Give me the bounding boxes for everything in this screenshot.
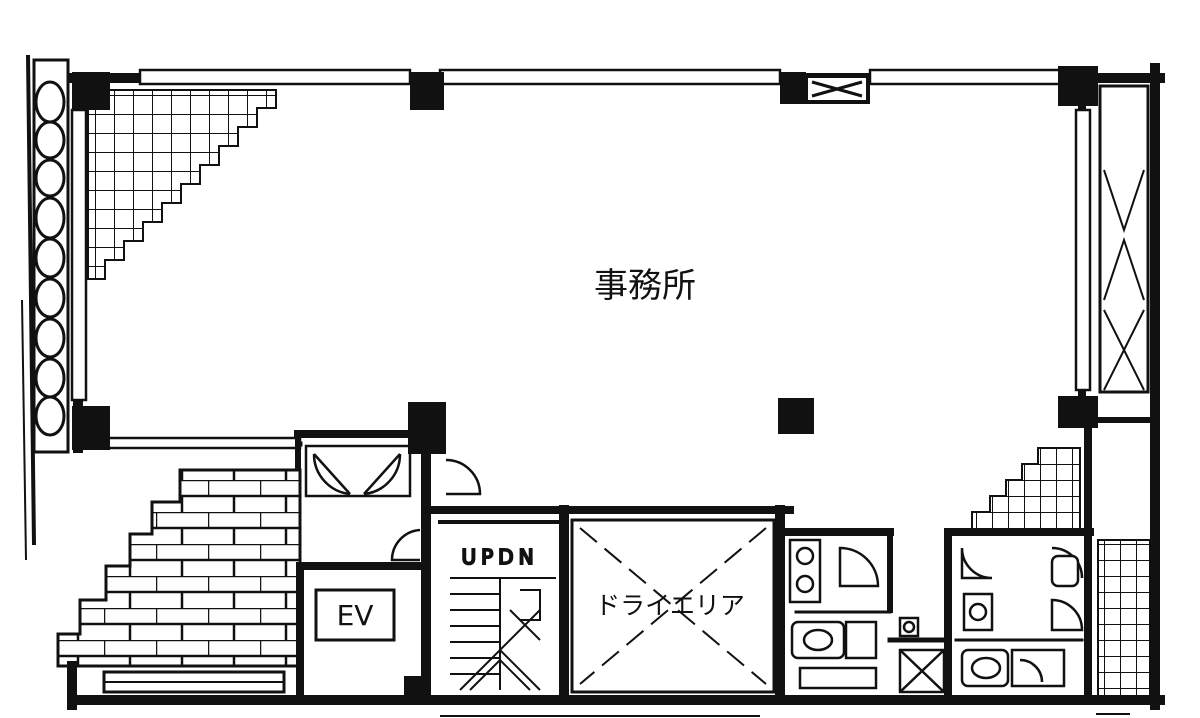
elevator: EV <box>102 588 428 700</box>
stairs: UPDN <box>450 544 556 691</box>
office-label: 事務所 <box>594 266 696 306</box>
dry-area-label: ドライエリア <box>595 591 745 620</box>
entrance-doors <box>304 444 482 562</box>
elevator-label: EV <box>337 599 374 632</box>
pavement-lower-left <box>56 468 302 668</box>
core-walls <box>294 426 1094 705</box>
bottom-marks <box>440 713 1130 717</box>
toilet-right <box>960 546 1084 688</box>
pavement-right-strip <box>1097 539 1151 701</box>
planting-strip <box>21 54 70 561</box>
columns <box>72 66 1098 454</box>
right-shaft <box>1090 84 1155 423</box>
pavement-lower-right <box>971 447 1081 531</box>
dry-area: ドライエリア <box>570 518 776 694</box>
stairs-label: UPDN <box>461 545 538 569</box>
toilet-left <box>788 538 946 694</box>
building-walls <box>67 63 1165 710</box>
pavement-upper-left <box>87 89 277 280</box>
